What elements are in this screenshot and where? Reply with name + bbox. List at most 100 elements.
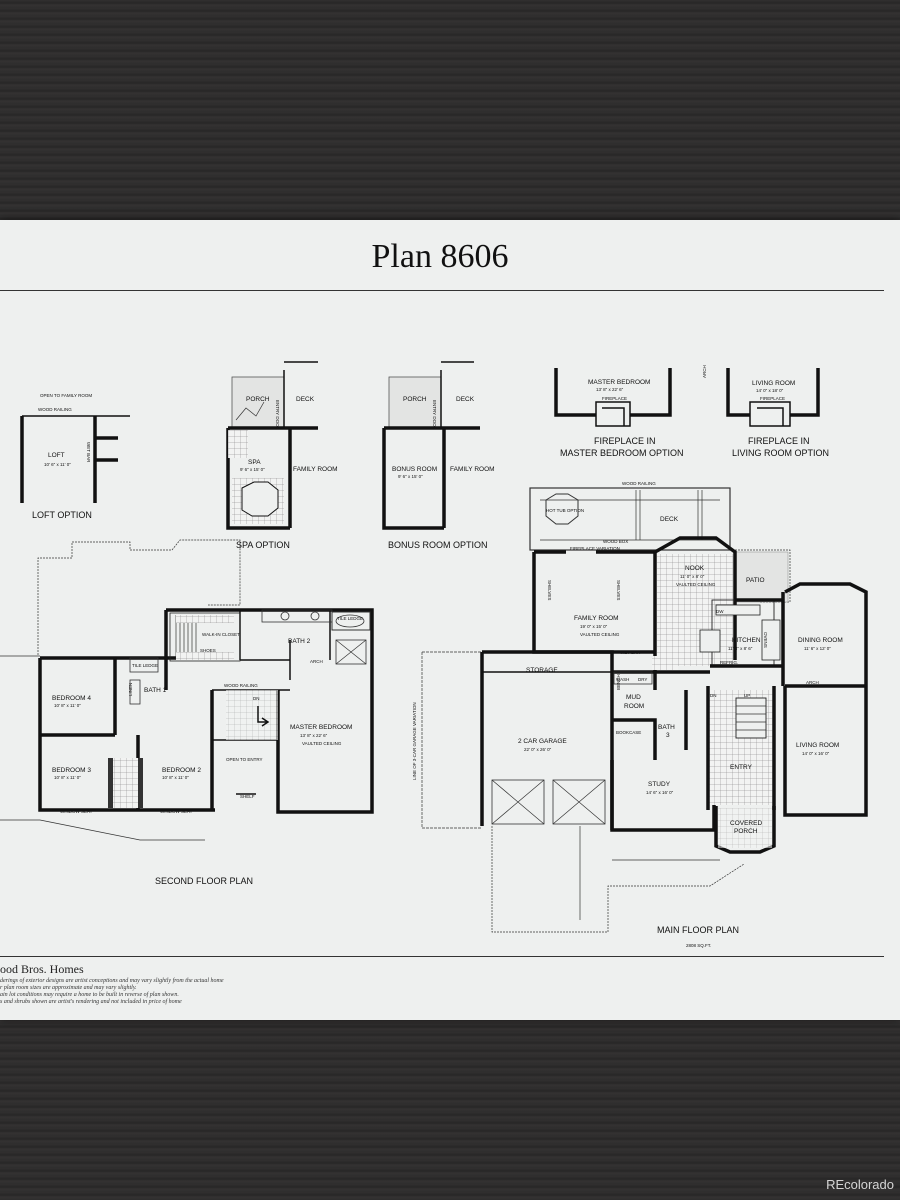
- footer-note-1: derings of exterior designs are artist c…: [0, 978, 224, 984]
- patio-label: PATIO: [746, 577, 765, 584]
- watermark: REcolorado: [826, 1177, 894, 1192]
- hot-tub-label: HOT TUB OPTION: [546, 508, 584, 513]
- fp-master-room: MASTER BEDROOM: [588, 379, 650, 386]
- storage-label: STORAGE: [526, 667, 558, 674]
- bench-label: BENCH: [616, 674, 621, 690]
- fp-living-caption-2: LIVING ROOM OPTION: [732, 448, 829, 458]
- loft-option-caption: LOFT OPTION: [32, 510, 92, 520]
- bedroom3-dims: 10' 8" x 11' 0": [54, 775, 81, 780]
- wash-label: WASH: [616, 677, 629, 682]
- main-floor-plan: HOT TUB OPTION WOOD RAILING DECK PATIO: [412, 481, 868, 948]
- wood-box-label: WOOD BOX: [603, 539, 628, 544]
- bonus-room-label: BONUS ROOM: [392, 466, 437, 473]
- spa-deck-label: DECK: [296, 396, 315, 403]
- spa-option: PORCH DECK ENTRY DOOR SPA 9' 6" x 15' 0"…: [226, 361, 338, 550]
- fp-master-dims: 13' 8" x 22' 6": [596, 387, 624, 392]
- fireplace-master-option: MASTER BEDROOM 13' 8" x 22' 6" FIREPLACE…: [554, 368, 684, 458]
- footer-rule: [0, 956, 884, 957]
- second-floor-title: SECOND FLOOR PLAN: [155, 876, 253, 886]
- mud-room-label: ROOM: [624, 703, 644, 710]
- window-seat-1: WINDOW SEAT: [60, 809, 93, 814]
- linen-label: LINEN: [128, 683, 133, 696]
- fp-living-arch: ARCH: [702, 365, 707, 378]
- fp-living-fp: FIREPLACE: [760, 396, 785, 401]
- bonus-family-label: FAMILY ROOM: [450, 466, 495, 473]
- living-dims: 14' 0" x 16' 0": [802, 751, 830, 756]
- dining-label: DINING ROOM: [798, 637, 843, 644]
- shoes-label: SHOES: [200, 648, 216, 653]
- fp-living-room: LIVING ROOM: [752, 380, 795, 387]
- fp-living-caption-1: FIREPLACE IN: [748, 436, 810, 446]
- main-floor-sqft: 2808 SQ.FT.: [686, 943, 711, 948]
- loft-dims: 10' 6" x 11' 0": [44, 462, 71, 467]
- bonus-option-caption: BONUS ROOM OPTION: [388, 540, 488, 550]
- study-dims: 14' 6" x 16' 0": [646, 790, 674, 795]
- second-floor-plan: BEDROOM 4 10' 8" x 11' 0" BEDROOM 3 10' …: [0, 539, 374, 886]
- dn-label: DN: [253, 696, 260, 701]
- shelf-label: SHELF: [240, 794, 255, 799]
- loft-room-label: LOFT: [48, 452, 65, 459]
- bonus-dims: 9' 6" x 15' 0": [398, 474, 423, 479]
- master-dims: 13' 8" x 22' 6": [300, 733, 328, 738]
- tile-ledge-label: TILE LEDGE: [337, 616, 363, 621]
- floor-plan-sheet: Plan 8606 OPEN TO FAMILY ROOM WOOD RAILI…: [0, 220, 900, 1020]
- bonus-porch-label: PORCH: [403, 396, 427, 403]
- footer-note-3: ain lot conditions may require a home to…: [0, 992, 179, 998]
- fireplace-living-option: LIVING ROOM 14' 0" x 18' 0" FIREPLACE AR…: [702, 365, 829, 458]
- mud-label: MUD: [626, 694, 641, 701]
- arch-label: ARCH: [310, 659, 323, 664]
- dn-main-label: DN: [710, 693, 717, 698]
- bath2-label: BATH 2: [288, 638, 311, 645]
- living-label: LIVING ROOM: [796, 742, 839, 749]
- bonus-deck-label: DECK: [456, 396, 475, 403]
- up-main-label: UP: [744, 693, 750, 698]
- bonus-room-option: PORCH DECK ENTRY DOOR BONUS ROOM 9' 6" x…: [382, 361, 495, 550]
- tile-ledge-2-label: TILE LEDGE: [132, 663, 158, 668]
- nook-dims: 11' 0" x 8' 0": [680, 574, 705, 579]
- dw-label: DW: [716, 609, 724, 614]
- bookcase-label: BOOKCASE: [616, 730, 641, 735]
- wood-railing-label: WOOD RAILING: [224, 683, 258, 688]
- wood-table-background-bottom: [0, 1018, 900, 1200]
- dry-label: DRY: [638, 677, 647, 682]
- loft-option: OPEN TO FAMILY ROOM WOOD RAILING LOFT 10…: [20, 393, 130, 520]
- shelves-2-label: SHELVES: [616, 580, 621, 600]
- fp-master-fp: FIREPLACE: [602, 396, 627, 401]
- footer-notes: derings of exterior designs are artist c…: [0, 978, 224, 1006]
- spa-option-caption: SPA OPTION: [236, 540, 290, 550]
- bedroom2-label: BEDROOM 2: [162, 767, 201, 774]
- porch-label: PORCH: [734, 828, 758, 835]
- master-label: MASTER BEDROOM: [290, 724, 352, 731]
- fp-master-caption-1: FIREPLACE IN: [594, 436, 656, 446]
- footer-note-4: s and shrubs shown are artist's renderin…: [0, 999, 182, 1005]
- loft-open-to-label: OPEN TO FAMILY ROOM: [40, 393, 92, 398]
- deck-label: DECK: [660, 516, 679, 523]
- nook-ceiling: VAULTED CEILING: [676, 582, 716, 587]
- spa-room-label: SPA: [248, 459, 261, 466]
- deck-railing-label: WOOD RAILING: [622, 481, 656, 486]
- bedroom4-dims: 10' 8" x 11' 0": [54, 703, 81, 708]
- spa-dims: 9' 6" x 15' 0": [240, 467, 265, 472]
- window-seat-2: WINDOW SEAT: [160, 809, 193, 814]
- dining-dims: 11' 6" x 12' 0": [804, 646, 831, 651]
- fp-master-caption-2: MASTER BEDROOM OPTION: [560, 448, 684, 458]
- footer-note-2: r plan room sizes are approximate and ma…: [0, 985, 137, 991]
- ovens-label: OVENS: [763, 632, 768, 648]
- bedroom3-label: BEDROOM 3: [52, 767, 91, 774]
- title-rule: [0, 290, 884, 291]
- fp-living-dims: 14' 0" x 18' 0": [756, 388, 784, 393]
- plan-title: Plan 8606: [371, 238, 509, 275]
- entry-label: ENTRY: [730, 764, 753, 771]
- refrig-label: REFRIG.: [720, 660, 738, 665]
- floor-plans-drawing: OPEN TO FAMILY ROOM WOOD RAILING LOFT 10…: [0, 361, 868, 948]
- bath3-label: BATH: [658, 724, 675, 731]
- loft-railing-label: WOOD RAILING: [38, 407, 72, 412]
- footer-brand: ood Bros. Homes: [0, 962, 84, 976]
- study-label: STUDY: [648, 781, 671, 788]
- bath1-label: BATH 1: [144, 687, 167, 694]
- nook-label: NOOK: [685, 565, 705, 572]
- main-floor-title: MAIN FLOOR PLAN: [657, 925, 739, 935]
- spa-porch-label: PORCH: [246, 396, 270, 403]
- family-label: FAMILY ROOM: [574, 615, 619, 622]
- family-ceiling: VAULTED CEILING: [580, 632, 620, 637]
